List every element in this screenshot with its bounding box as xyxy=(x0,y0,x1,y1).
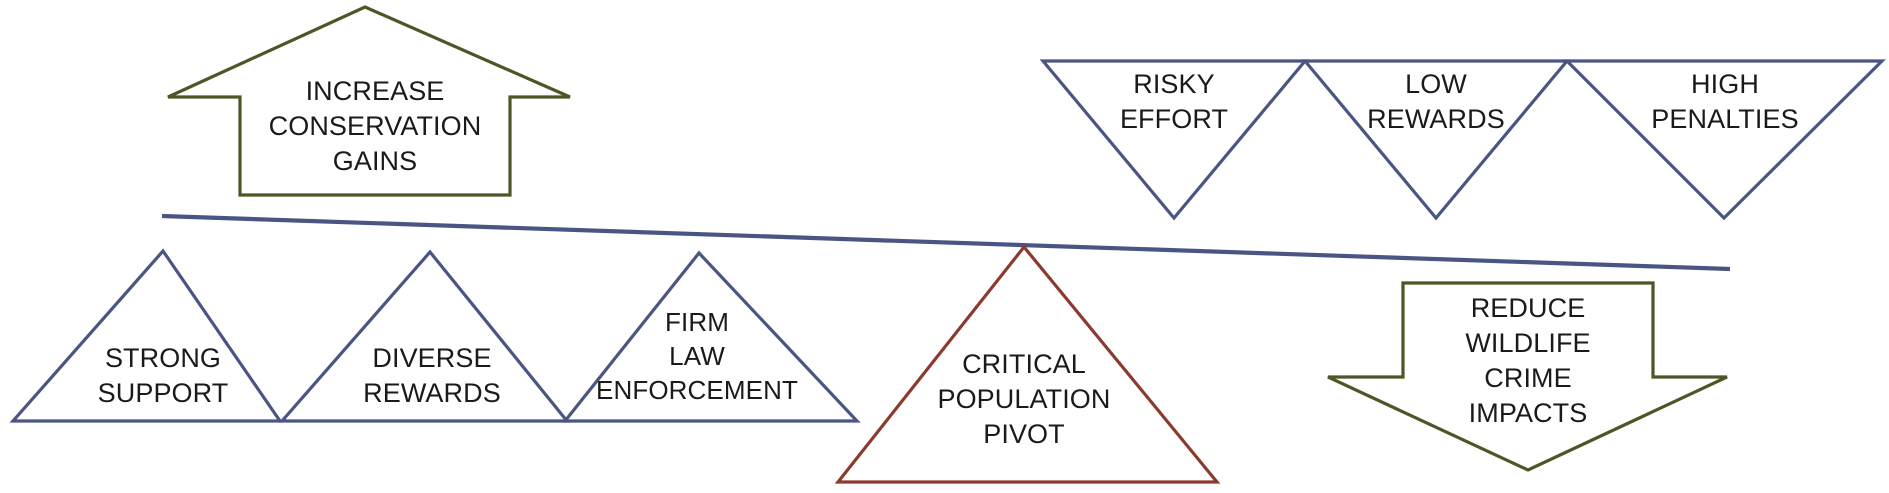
high-penalties-triangle[interactable] xyxy=(1563,59,1886,221)
increase-conservation-gains-arrow[interactable] xyxy=(167,5,571,197)
low-rewards-triangle[interactable] xyxy=(1301,59,1571,221)
balance-beam xyxy=(161,213,1731,272)
reduce-wildlife-crime-impacts-arrow[interactable] xyxy=(1327,281,1728,472)
risky-effort-triangle[interactable] xyxy=(1039,59,1309,221)
diverse-rewards-triangle[interactable] xyxy=(278,249,571,423)
firm-law-enforcement-triangle[interactable] xyxy=(561,250,861,423)
strong-support-triangle[interactable] xyxy=(9,248,284,423)
critical-population-pivot-triangle[interactable] xyxy=(834,244,1221,484)
